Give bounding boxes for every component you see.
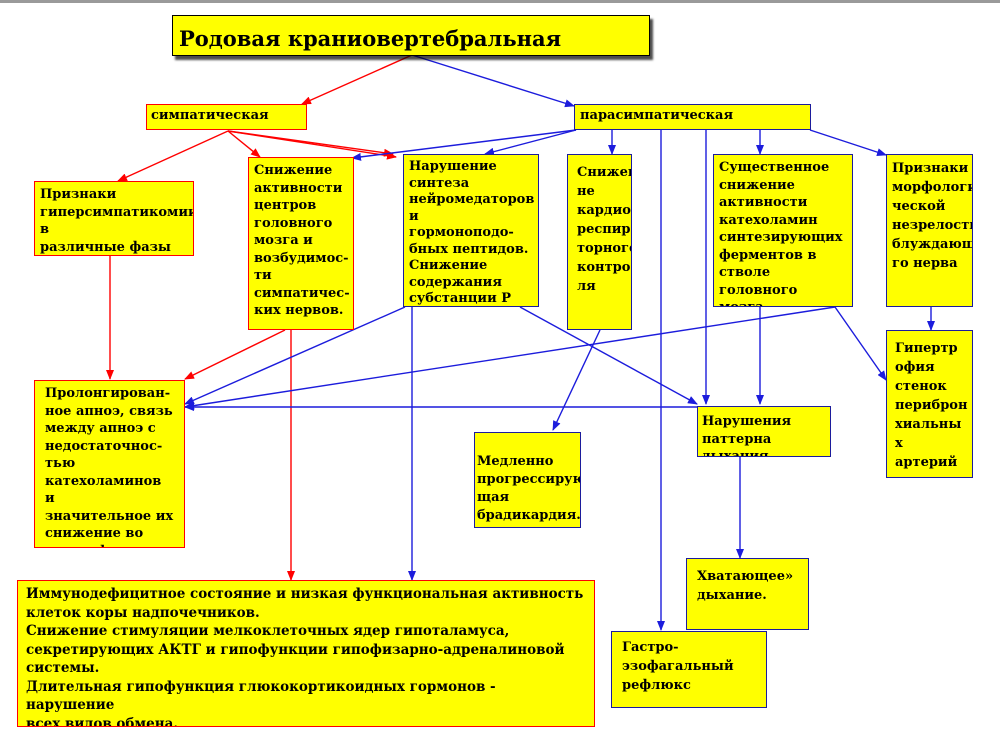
window-top-border bbox=[0, 0, 1000, 3]
reduced-activity-node: Снижение активности центров головного мо… bbox=[248, 157, 354, 330]
arrow-symp-to-hyper bbox=[117, 130, 229, 182]
arrow-symp-to-neuro-2 bbox=[227, 130, 394, 157]
immunodeficiency-node: Иммунодефицитное состояние и низкая функ… bbox=[17, 580, 595, 727]
hypertrophy-node: Гипертр офия стенок периброн хиальны х а… bbox=[886, 330, 973, 478]
hypersympathicomy-node: Признаки гиперсимпатикомии в различные ф… bbox=[34, 181, 194, 256]
breathing-pattern-node: Нарушения паттерна дыхания bbox=[697, 406, 831, 457]
vagus-immaturity-node: Признаки морфологи ческой незрелости блу… bbox=[886, 154, 973, 307]
title-node: Родовая краниовертебральная травма bbox=[172, 15, 650, 56]
cardiorespiratory-node: Снижен не кардио респира торного контро … bbox=[567, 154, 632, 330]
arrow-title-to-symp bbox=[301, 54, 413, 105]
arrow-catechol-to-apnea bbox=[184, 306, 836, 410]
catecholamine-node: Существенное снижение активности катехол… bbox=[713, 154, 853, 307]
arrow-reduce-to-apnea bbox=[184, 329, 286, 380]
arrow-cardio-to-brady bbox=[552, 329, 601, 431]
arrow-parasymp-to-neuro bbox=[484, 129, 577, 156]
arrow-neuro-to-breath bbox=[519, 306, 698, 405]
gastroesophageal-reflux-node: Гастро- эзофагальный рефлюкс bbox=[611, 631, 767, 708]
arrow-parasymp-to-reduce bbox=[351, 129, 577, 161]
arrow-neuro-to-apnea bbox=[184, 306, 406, 405]
arrow-title-to-parasymp bbox=[411, 54, 575, 108]
parasympathetic-node: парасимпатическая bbox=[574, 104, 811, 130]
arrow-parasymp-to-morph bbox=[809, 129, 887, 156]
neuromediator-node: Нарушение синтеза нейромедаторов и гормо… bbox=[403, 154, 539, 307]
gasping-breath-node: Хватающее» дыхание. bbox=[686, 558, 809, 630]
arrow-symp-to-reduce bbox=[227, 130, 261, 158]
arrow-catechol-to-hypertrophy bbox=[834, 306, 887, 381]
sympathetic-node: симпатическая bbox=[146, 104, 307, 130]
bradycardia-node: Медленно прогрессирую щая брадикардия. bbox=[474, 432, 581, 528]
apnea-node: Пролонгирован- ное апноэ, связь между ап… bbox=[34, 380, 185, 548]
